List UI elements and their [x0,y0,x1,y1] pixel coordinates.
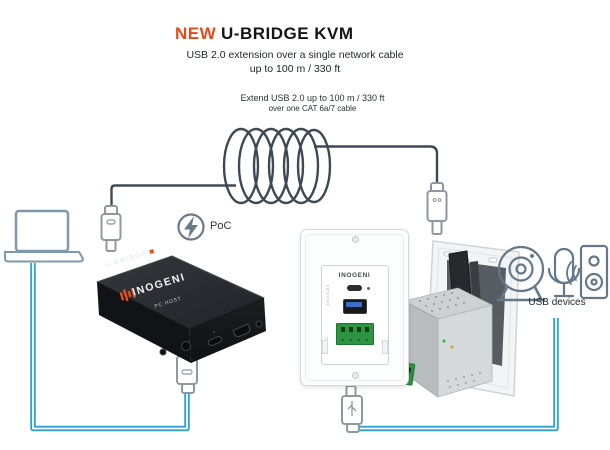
page-title: U-BRIDGE KVM [221,24,354,43]
laptop-icon [4,209,85,263]
cage-vent-holes [419,292,465,312]
wallplate-module: INOGENI DEVICES RS-232 [320,265,389,365]
wallplate-rear-unit [394,240,520,398]
poc-label: PoC [210,220,232,232]
peripherals-caption: USB devices [528,297,586,308]
usb-c-port [347,285,370,291]
rs232-terminal-block [335,323,374,345]
peripheral-icons [496,244,609,302]
wallplate-bevel [305,234,404,381]
coiled-cable-icon [222,127,332,205]
subtitle-line1: USB 2.0 extension over a single network … [186,49,404,61]
cage-bottom-holes [447,372,481,388]
host-front-ports [159,320,263,356]
status-led-amber [450,345,454,349]
wallplate-brand: INOGENI [338,272,371,279]
module-tab-left [321,340,328,354]
devices-label: DEVICES [324,284,330,306]
cat-cable [110,127,439,213]
cable-label-line1: Extend USB 2.0 up to 100 m / 330 ft [240,93,385,103]
new-badge: NEW [175,24,217,43]
usb-a-tongue [345,302,362,307]
host-device [96,255,266,363]
power-poc-icon [177,213,205,241]
wallplate-screw-top [352,236,359,243]
module-tab-right [381,340,388,354]
usb-cable-laptop-to-host [30,263,190,432]
usb-a-port [342,299,367,314]
microphone-icon [547,247,581,298]
usb-plug-icon-wall-link [426,182,448,235]
subtitle-line2: up to 100 m / 330 ft [249,63,341,75]
speaker-icon [566,244,609,300]
webcam-icon [496,245,546,302]
usb-plug-icon-devices-cable [341,385,363,433]
orange-mark [149,248,155,254]
wallplate-screw-bottom [352,372,359,379]
wallplate-front: INOGENI DEVICES RS-232 [300,229,409,386]
cable-label-line2: over one CAT 6a/7 cable [268,104,357,113]
inogeni-logo-bars [119,287,136,302]
usb-plug-icon-host-link [100,205,122,252]
status-led-green [442,339,446,343]
led-indicator [367,286,370,290]
